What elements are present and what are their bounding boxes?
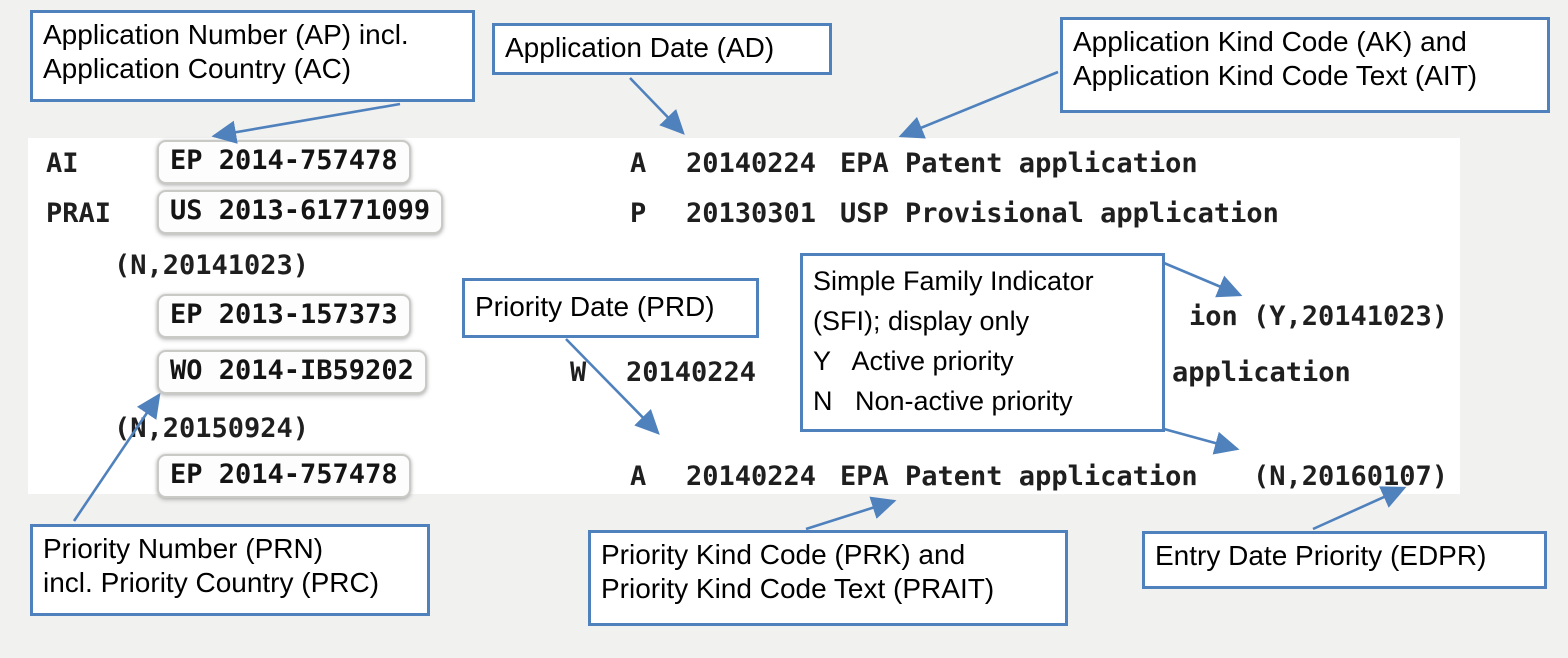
family-indicator: (N,20141023) <box>114 250 310 281</box>
callout-application-number: Application Number (AP) incl. Applicatio… <box>30 10 475 102</box>
priority-kind-text: EPA Patent application <box>840 461 1198 492</box>
application-kind-code: A <box>630 148 647 179</box>
family-indicator: (Y,20141023) <box>1253 301 1449 332</box>
application-kind-text: EPA Patent application <box>840 148 1198 179</box>
application-date: 20140224 <box>686 148 817 179</box>
priority-number-chip[interactable]: WO 2014-IB59202 <box>157 350 427 394</box>
priority-kind-text: USP Provisional application <box>840 198 1279 229</box>
priority-kind-text-tail: ion <box>1189 301 1238 332</box>
priority-number-chip[interactable]: EP 2014-757478 <box>157 454 411 498</box>
callout-entry-date-priority: Entry Date Priority (EDPR) <box>1142 531 1547 589</box>
callout-priority-date: Priority Date (PRD) <box>462 278 759 338</box>
priority-kind-code: P <box>630 198 647 229</box>
callout-application-kind: Application Kind Code (AK) and Applicati… <box>1060 17 1550 113</box>
priority-date: 20140224 <box>686 461 817 492</box>
arrow-application-number <box>211 102 401 144</box>
priority-date: 20140224 <box>626 357 757 388</box>
priority-kind-code: A <box>630 461 647 492</box>
priority-number-chip[interactable]: US 2013-61771099 <box>157 190 444 234</box>
application-number-chip[interactable]: EP 2014-757478 <box>157 140 411 184</box>
arrow-entry-date-priority <box>1312 486 1407 531</box>
callout-application-date: Application Date (AD) <box>492 23 832 75</box>
arrow-application-date <box>629 77 685 135</box>
entry-date-priority: (N,20160107) <box>1253 461 1449 492</box>
callout-simple-family-indicator: Simple Family Indicator (SFI); display o… <box>800 253 1165 432</box>
callout-priority-kind: Priority Kind Code (PRK) and Priority Ki… <box>588 530 1068 626</box>
record-label: PRAI <box>46 198 112 229</box>
arrow-priority-kind <box>805 496 897 531</box>
callout-priority-number: Priority Number (PRN) incl. Priority Cou… <box>30 524 430 616</box>
arrow-application-kind <box>898 70 1059 139</box>
priority-kind-text-tail: application <box>1172 357 1351 388</box>
priority-number-chip[interactable]: EP 2013-157373 <box>157 294 411 338</box>
record-label: AI <box>46 148 79 179</box>
priority-date: 20130301 <box>686 198 817 229</box>
family-indicator: (N,20150924) <box>114 413 310 444</box>
priority-kind-code: W <box>570 357 587 388</box>
